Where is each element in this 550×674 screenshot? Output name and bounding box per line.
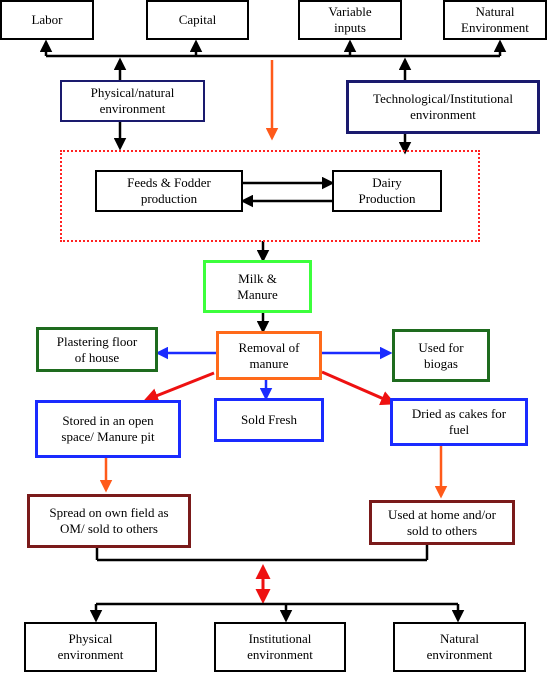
physical-environment-box: Physical environment (24, 622, 157, 672)
plastering-floor-box: Plastering floor of house (36, 327, 158, 372)
used-for-biogas-box: Used for biogas (392, 329, 490, 382)
production-exchange (240, 176, 335, 208)
technological-institutional-environment-box: Technological/Institutional environment (346, 80, 540, 134)
sold-fresh-box: Sold Fresh (214, 398, 324, 442)
spread-on-field-box: Spread on own field as OM/ sold to other… (27, 494, 191, 548)
natural-environment-box: Natural Environment (443, 0, 547, 40)
blue-arrows (155, 346, 393, 401)
production-system-frame (60, 150, 480, 242)
capital-box: Capital (146, 0, 249, 40)
institutional-environment-box: Institutional environment (214, 622, 346, 672)
dried-cakes-fuel-box: Dried as cakes for fuel (390, 398, 528, 446)
natural-environment-bottom-box: Natural environment (393, 622, 526, 672)
physical-natural-environment-box: Physical/natural environment (60, 80, 205, 122)
used-at-home-box: Used at home and/or sold to others (369, 500, 515, 545)
orange-down-arrows (99, 446, 448, 499)
top-bus-connector (39, 39, 507, 155)
removal-of-manure-box: Removal of manure (216, 331, 322, 380)
dairy-production-box: Dairy Production (332, 170, 442, 212)
milk-manure-box: Milk & Manure (203, 260, 312, 313)
feeds-fodder-production-box: Feeds & Fodder production (95, 170, 243, 212)
bottom-link (95, 545, 429, 562)
stored-manure-pit-box: Stored in an open space/ Manure pit (35, 400, 181, 458)
labor-box: Labor (0, 0, 94, 40)
variable-inputs-box: Variable inputs (298, 0, 402, 40)
red-arrows (143, 370, 396, 406)
bottom-bus-connector (89, 602, 465, 623)
